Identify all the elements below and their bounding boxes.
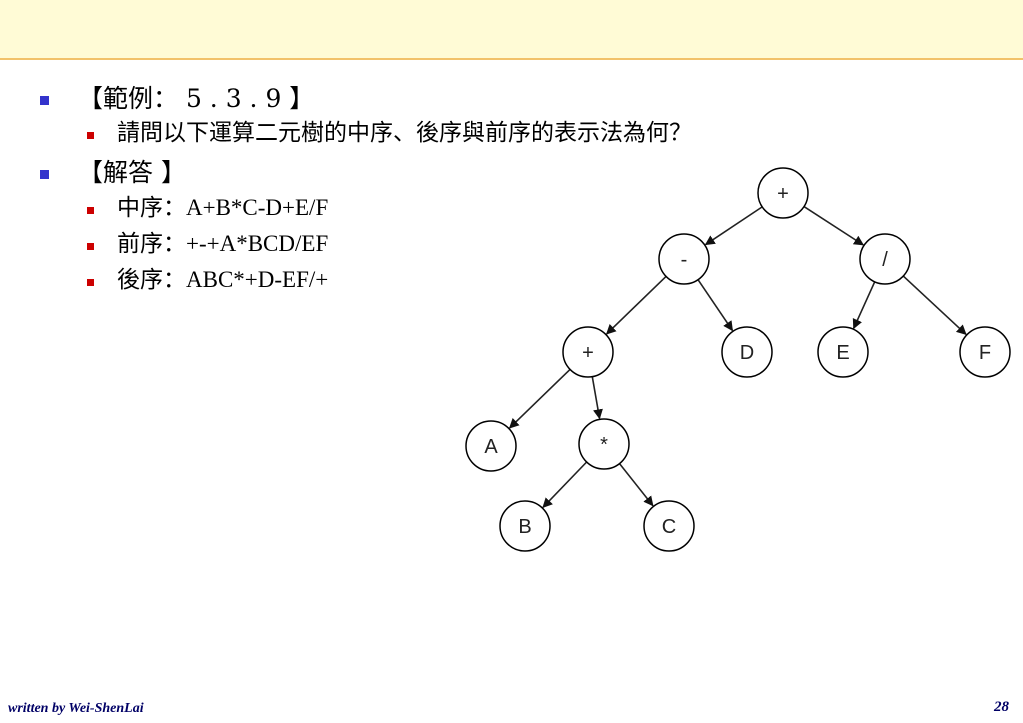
tree-node-F: F — [959, 326, 1011, 378]
tree-node-label: F — [979, 342, 991, 364]
tree-edge-root-minus — [704, 206, 763, 246]
answer-heading: 【解答 】 — [78, 158, 186, 187]
inorder-label: 中序： — [117, 195, 186, 221]
tree-node-root: + — [757, 167, 809, 219]
author-credit: written by Wei-ShenLai — [8, 701, 144, 716]
tree-node-label: B — [518, 516, 531, 538]
bullet-marker — [40, 96, 49, 105]
tree-node-label: A — [484, 436, 498, 458]
tree-edge-root-div — [803, 205, 865, 246]
tree-node-circle — [578, 418, 630, 470]
tree-node-label: + — [582, 342, 594, 364]
inorder-value: A+B*C-D+E/F — [186, 195, 329, 220]
bullet-marker — [40, 170, 49, 179]
tree-edge-minus-plus2 — [605, 275, 667, 335]
bullet-marker — [87, 207, 94, 214]
bullet-marker — [87, 279, 94, 286]
tree-node-label: E — [836, 342, 849, 364]
tree-node-plus2: + — [562, 326, 614, 378]
tree-node-star: * — [578, 418, 630, 470]
tree-node-E: E — [817, 326, 869, 378]
title-band — [0, 0, 1023, 60]
tree-node-C: C — [643, 500, 695, 552]
preorder-line: 前序：+-+A*BCD/EF — [117, 232, 328, 256]
tree-node-circle — [562, 326, 614, 378]
tree-node-label: - — [681, 249, 688, 271]
tree-node-label: D — [740, 342, 754, 364]
postorder-line: 後序：ABC*+D-EF/+ — [117, 268, 328, 292]
tree-node-label: / — [882, 249, 888, 271]
inorder-line: 中序：A+B*C-D+E/F — [117, 196, 328, 220]
tree-node-circle — [658, 233, 710, 285]
preorder-value: +-+A*BCD/EF — [186, 231, 329, 256]
postorder-value: ABC*+D-EF/+ — [186, 267, 329, 292]
question-text: 請問以下運算二元樹的中序、後序與前序的表示法為何？ — [117, 120, 692, 146]
tree-edge-star-B — [542, 461, 588, 508]
tree-node-D: D — [721, 326, 773, 378]
tree-node-circle — [643, 500, 695, 552]
tree-edge-plus2-A — [508, 368, 571, 429]
tree-node-circle — [817, 326, 869, 378]
tree-edge-div-E — [852, 281, 876, 330]
tree-node-circle — [499, 500, 551, 552]
bullet-marker — [87, 243, 94, 250]
tree-node-label: + — [777, 183, 789, 205]
page-number: 28 — [994, 699, 1009, 715]
preorder-label: 前序： — [117, 231, 186, 257]
postorder-label: 後序： — [117, 267, 186, 293]
tree-edge-div-F — [902, 275, 967, 335]
tree-node-circle — [465, 420, 517, 472]
tree-node-circle — [959, 326, 1011, 378]
example-heading: 【範例： 5 . 3 . 9 】 — [78, 84, 315, 113]
tree-edge-star-C — [618, 463, 654, 507]
tree-node-div: / — [859, 233, 911, 285]
tree-node-circle — [757, 167, 809, 219]
tree-node-label: C — [662, 516, 676, 538]
tree-node-B: B — [499, 500, 551, 552]
tree-edge-plus2-star — [591, 376, 603, 420]
tree-node-circle — [721, 326, 773, 378]
tree-node-label: * — [600, 434, 608, 456]
tree-edge-minus-D — [697, 279, 734, 332]
tree-node-A: A — [465, 420, 517, 472]
bullet-marker — [87, 132, 94, 139]
tree-node-minus: - — [658, 233, 710, 285]
tree-node-circle — [859, 233, 911, 285]
